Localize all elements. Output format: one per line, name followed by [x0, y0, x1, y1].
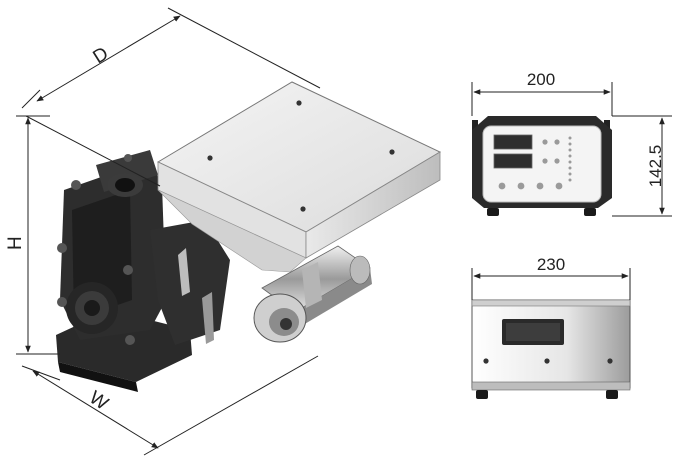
dimension-200	[471, 82, 613, 116]
dimension-142-5	[612, 115, 672, 217]
dosing-unit-illustration	[56, 81, 442, 392]
dimension-230	[471, 268, 631, 300]
controller-front-view	[472, 116, 612, 216]
cast-body	[56, 150, 230, 392]
hopper	[156, 81, 442, 273]
dimension-h	[16, 115, 60, 355]
control-buttons	[498, 182, 563, 190]
dimension-w	[21, 355, 319, 456]
controller-front-width-label: 200	[527, 70, 555, 89]
display-lower	[493, 153, 533, 169]
dimension-d	[21, 7, 321, 187]
height-label: H	[5, 236, 26, 250]
depth-label: D	[90, 43, 113, 68]
width-label: W	[85, 387, 112, 414]
controller-side-width-label: 230	[537, 255, 565, 274]
indicator-leds	[542, 136, 572, 182]
drive-motor	[253, 245, 372, 343]
controller-height-label: 142.5	[646, 145, 665, 188]
controller-side-view	[471, 299, 631, 399]
display-upper	[493, 134, 533, 150]
